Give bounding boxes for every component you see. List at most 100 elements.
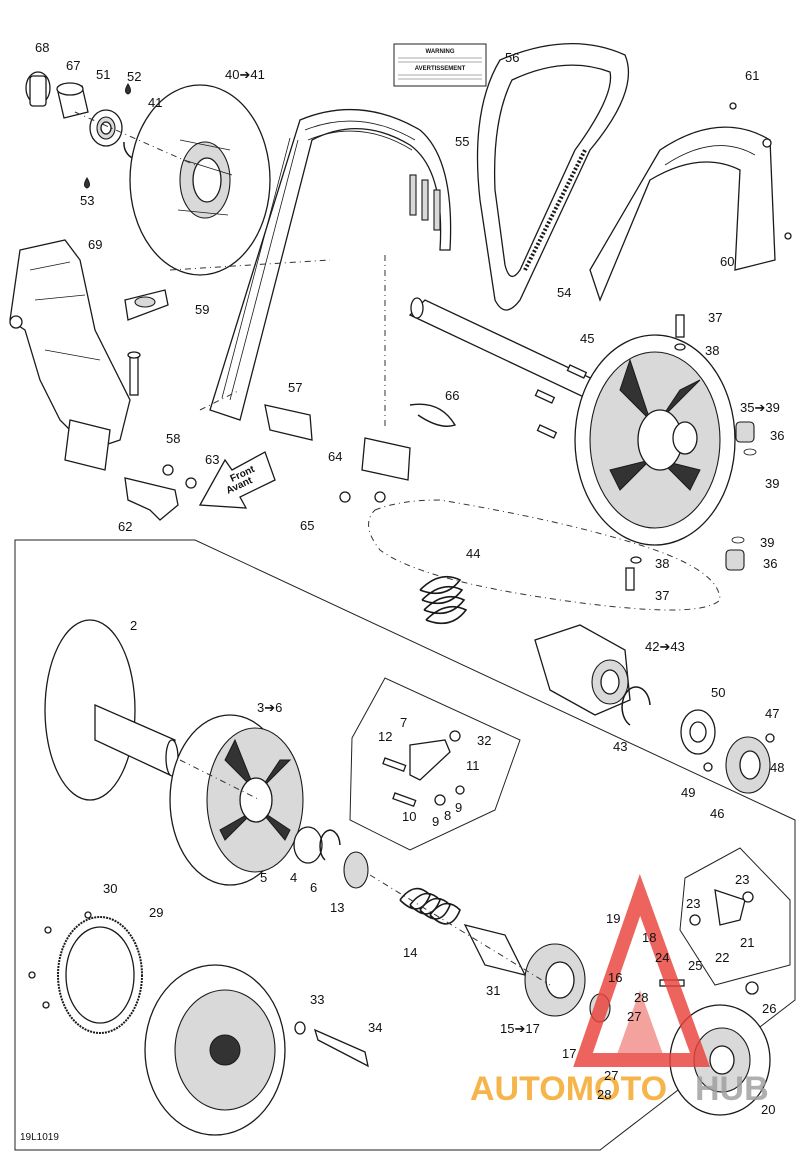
bolt-47: [765, 733, 775, 743]
callout: 28: [597, 1087, 611, 1102]
bolt-34: [313, 1028, 369, 1068]
oil-drop-icon: [125, 83, 131, 95]
callout: 39: [760, 535, 774, 550]
drive-belt-54: [476, 43, 629, 311]
washer-33: [294, 1021, 306, 1035]
belt-guard-55: [209, 108, 452, 421]
callout: 31: [486, 983, 500, 998]
sleeve-31: [463, 924, 527, 976]
callout: 52: [127, 69, 141, 84]
callout: 68: [35, 40, 49, 55]
callout: 35➔39: [740, 400, 780, 415]
nut-49: [703, 762, 713, 772]
cam-42: [534, 624, 631, 716]
driven-sheave-40: [129, 84, 271, 276]
callout: 9: [455, 800, 462, 815]
hub-46: [725, 736, 771, 794]
callout: 22: [715, 950, 729, 965]
callout: 43: [613, 739, 627, 754]
warning-label-56: WARNING AVERTISSEMENT: [393, 43, 487, 87]
mounting-bracket-69: [9, 239, 131, 471]
callout: 33: [310, 992, 324, 1007]
callout: 54: [557, 285, 571, 300]
callout: 38: [655, 556, 669, 571]
callout: 42➔43: [645, 639, 685, 654]
callout: 66: [445, 388, 459, 403]
pin-45: [566, 364, 588, 379]
roller-36: [735, 421, 755, 443]
warning-title-fr: AVERTISSEMENT: [415, 66, 466, 72]
callout: 25: [688, 958, 702, 973]
callout: 18: [642, 930, 656, 945]
callout: 9: [432, 814, 439, 829]
callout: 36: [770, 428, 784, 443]
callout: 15➔17: [500, 1021, 540, 1036]
callout: 4: [290, 870, 297, 885]
watermark-text-right: HUB: [695, 1070, 769, 1108]
callout: 13: [330, 900, 344, 915]
callout: 17: [562, 1046, 576, 1061]
callout: 27: [627, 1009, 641, 1024]
callout: 69: [88, 237, 102, 252]
callout-labels: 68 67 51 52 41 53 40➔41 56 55 61 69 59 5…: [35, 40, 784, 1117]
automotohub-watermark: AUTOMOTO HUB: [470, 874, 769, 1108]
bolt-26: [745, 981, 759, 995]
movable-sheave-3: [169, 714, 304, 886]
callout: 2: [130, 618, 137, 633]
callout: 50: [711, 685, 725, 700]
callout: 20: [761, 1102, 775, 1117]
fixed-sheave-2: [44, 619, 179, 801]
circlip-43: [621, 686, 651, 726]
callout: 3➔6: [257, 700, 282, 715]
pin-45: [536, 424, 558, 439]
callout: 59: [195, 302, 209, 317]
callout: 62: [118, 519, 132, 534]
oil-drop-icon: [84, 177, 90, 189]
callout: 11: [466, 758, 480, 773]
retainer-66: [409, 403, 457, 427]
callout: 29: [149, 905, 163, 920]
outer-guard-60: [589, 102, 792, 302]
callout: 46: [710, 806, 724, 821]
nut-65: [339, 491, 351, 503]
callout: 26: [762, 1001, 776, 1016]
callout: 16: [608, 970, 622, 985]
callout: 55: [455, 134, 469, 149]
bracket-plate-57: [264, 404, 313, 441]
sleeve-67: [56, 82, 89, 119]
bolt-30: [28, 971, 36, 979]
bushing-68: [25, 71, 51, 107]
pin-45: [534, 389, 556, 404]
callout: 5: [260, 870, 267, 885]
callout: 19: [606, 911, 620, 926]
callout: 57: [288, 380, 302, 395]
clip-39: [731, 536, 745, 544]
callout: 39: [765, 476, 779, 491]
callout: 67: [66, 58, 80, 73]
callout: 21: [740, 935, 754, 950]
callout: 56: [505, 50, 519, 65]
callout: 23: [686, 896, 700, 911]
callout: 8: [444, 808, 451, 823]
bolt-30: [44, 926, 52, 934]
callout: 27: [604, 1068, 618, 1083]
bearing-51: [89, 109, 123, 147]
clip-64: [361, 437, 411, 481]
driven-pulley-35: [574, 334, 736, 546]
spring-14: [399, 887, 461, 925]
support-62: [124, 477, 179, 521]
callout: 12: [378, 729, 392, 744]
watermark-text-left: AUTOMOTO: [470, 1070, 667, 1108]
callout: 53: [80, 193, 94, 208]
callout: 51: [96, 67, 110, 82]
callout: 41: [148, 95, 162, 110]
callout: 37: [708, 310, 722, 325]
warning-title: WARNING: [426, 49, 455, 55]
nut-65: [374, 491, 386, 503]
callout: 48: [770, 760, 784, 775]
front-direction-arrow: Front Avant: [198, 451, 276, 509]
callout: 30: [103, 881, 117, 896]
spring-44: [419, 575, 468, 625]
washer-13: [343, 851, 369, 889]
